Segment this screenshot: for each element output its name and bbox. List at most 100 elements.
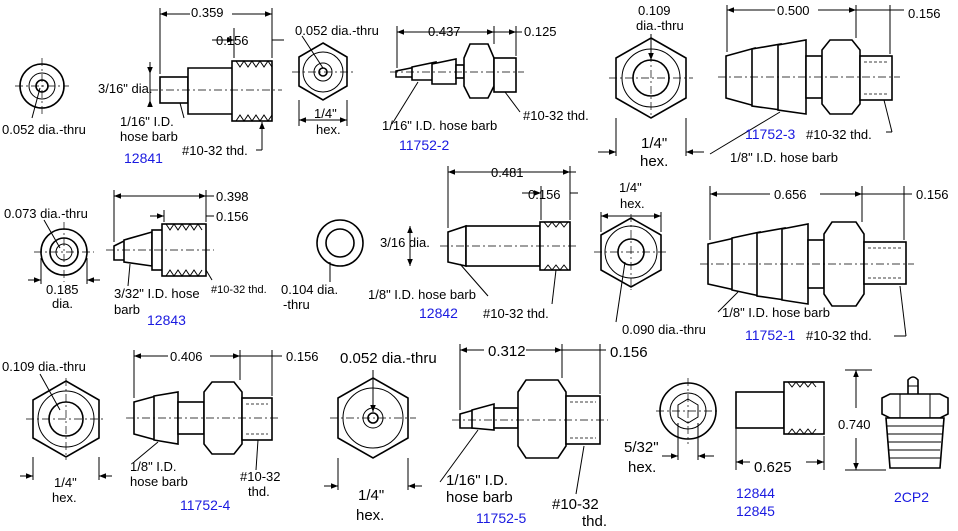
- thread-length-label: 0.156: [916, 187, 949, 202]
- hole-dia-label-1: 0.104 dia.: [281, 282, 338, 297]
- part-12841: 0.052 dia.-thru 0.359 0.156 3/16" dia. 1…: [2, 5, 284, 166]
- thread-label-1: #10-32: [552, 496, 599, 513]
- part-number: 11752-5: [476, 510, 527, 526]
- barb-dia-label: 3/16" dia.: [98, 81, 153, 96]
- part-12844-12845: 5/32" hex. 0.625 12844 12845: [624, 378, 825, 519]
- thread-label: #10-32 thd.: [806, 328, 872, 343]
- barb-label: 1/8" I.D. hose barb: [368, 287, 476, 302]
- thread-length-label: 0.156: [908, 6, 941, 21]
- barb-label-1: 3/32" I.D. hose: [114, 286, 200, 301]
- hole-dia-label: 0.052 dia.-thru: [2, 122, 86, 137]
- part-number: 2CP2: [894, 489, 929, 505]
- part-number: 11752-2: [399, 137, 450, 153]
- outer-dia-label-1: 0.185: [46, 282, 79, 297]
- barb-label-2: barb: [114, 302, 140, 317]
- hole-dia-label-2: dia.-thru: [636, 18, 684, 33]
- hex-label-1: 5/32": [624, 439, 659, 456]
- hole-dia-label: 0.052 dia.-thru: [295, 23, 379, 38]
- body-length-label: 0.437: [428, 24, 461, 39]
- end-view-12844: [656, 378, 720, 460]
- hole-dia-label: 0.052 dia.-thru: [340, 350, 437, 367]
- barb-label: 1/8" I.D. hose barb: [722, 305, 830, 320]
- barb-label-2: hose barb: [130, 474, 188, 489]
- side-view-11752-3: [709, 5, 904, 155]
- hex-label-1: 1/4": [314, 106, 337, 121]
- barb-label-1: 1/16" I.D.: [446, 472, 508, 489]
- hex-label-2: hex.: [356, 507, 384, 524]
- part-11752-2: 0.052 dia.-thru 1/4" hex. 0.437 0.125 1/…: [292, 23, 589, 153]
- end-view-11752-2: [292, 35, 354, 126]
- hex-label-2: hex.: [52, 490, 77, 505]
- end-view-11752-4: [20, 373, 112, 480]
- thread-label-2: thd.: [248, 484, 270, 499]
- hole-dia-label-2: -thru: [283, 297, 310, 312]
- barb-label-2: hose barb: [120, 129, 178, 144]
- side-view-11752-2: [390, 26, 524, 125]
- part-number-12844: 12844: [736, 485, 775, 501]
- overall-length-label: 0.359: [191, 5, 224, 20]
- hex-label-1: 1/4": [358, 487, 384, 504]
- side-view-11752-5: [439, 344, 608, 495]
- thread-length-label: 0.156: [216, 209, 249, 224]
- end-view-12842: [316, 219, 364, 282]
- part-number: 11752-3: [745, 126, 796, 142]
- body-length-label: 0.500: [777, 3, 810, 18]
- thread-label: #10-32 thd.: [182, 143, 248, 158]
- thread-length-label: 0.156: [610, 344, 648, 361]
- thread-label-2: thd.: [582, 513, 607, 530]
- side-view-2cp2: [845, 369, 949, 471]
- overall-length-label: 0.481: [491, 165, 524, 180]
- length-label: 0.625: [754, 459, 792, 476]
- body-length-label: 0.312: [488, 343, 526, 360]
- side-view-12841: [147, 8, 284, 151]
- end-view-12841: [15, 58, 69, 119]
- part-number-12845: 12845: [736, 503, 775, 519]
- barb-label-1: 1/8" I.D.: [130, 459, 177, 474]
- hex-label-1: 1/4": [619, 180, 642, 195]
- hex-label-2: hex.: [640, 153, 668, 170]
- end-view-11752-1: [594, 212, 668, 323]
- overall-length-label: 0.398: [216, 189, 249, 204]
- hex-label-2: hex.: [620, 196, 645, 211]
- part-2cp2: 0.740 2CP2: [838, 369, 949, 505]
- part-11752-3: 0.109 dia.-thru 1/4" hex. 0.500 0.15: [598, 3, 941, 170]
- barb-label-2: hose barb: [446, 489, 513, 506]
- thread-label: #10-32 thd.: [806, 127, 872, 142]
- part-number: 12843: [147, 312, 186, 328]
- thread-length-label: 0.156: [528, 187, 561, 202]
- side-view-11752-1: [700, 186, 914, 337]
- thread-label: #10-32 thd.: [523, 108, 589, 123]
- side-view-12843: [106, 190, 214, 287]
- hole-dia-label-1: 0.109: [638, 3, 671, 18]
- part-11752-4: 0.109 dia.-thru 1/4" hex. 0.406 0.156 1/…: [2, 349, 319, 513]
- end-view-12843: [28, 219, 100, 284]
- thread-length-label: 0.125: [524, 24, 557, 39]
- part-number: 11752-1: [745, 327, 796, 343]
- body-length-label: 0.656: [774, 187, 807, 202]
- thread-label: #10-32 thd.: [211, 284, 267, 296]
- part-number: 12841: [124, 150, 163, 166]
- hex-label-2: hex.: [316, 122, 341, 137]
- barb-label: 1/16" I.D. hose barb: [382, 118, 497, 133]
- hex-label-1: 1/4": [641, 135, 667, 152]
- part-number: 12842: [419, 305, 458, 321]
- barb-label-1: 1/16" I.D.: [120, 114, 174, 129]
- hole-dia-label: 0.090 dia.-thru: [622, 322, 706, 337]
- thread-length-label: 0.156: [216, 33, 249, 48]
- barb-label: 1/8" I.D. hose barb: [730, 150, 838, 165]
- hole-dia-label: 0.109 dia.-thru: [2, 359, 86, 374]
- hole-dia-label: 0.073 dia.-thru: [4, 206, 88, 221]
- thread-label: #10-32 thd.: [483, 306, 549, 321]
- side-view-12844: [735, 381, 825, 470]
- thread-label-1: #10-32: [240, 469, 280, 484]
- side-view-11752-4: [126, 350, 282, 471]
- end-view-11752-5: [324, 370, 422, 490]
- part-11752-1: 1/4" hex. 0.090 dia.-thru 0.656 0: [594, 180, 949, 343]
- height-label: 0.740: [838, 417, 871, 432]
- thread-length-label: 0.156: [286, 349, 319, 364]
- part-12843: 0.073 dia.-thru 0.185 dia. 0.398 0.156 3…: [4, 189, 267, 328]
- body-length-label: 0.406: [170, 349, 203, 364]
- part-12842: 0.104 dia. -thru 0.481 0.156 3/16 dia. 1…: [281, 165, 578, 321]
- barb-dia-label: 3/16 dia.: [380, 235, 430, 250]
